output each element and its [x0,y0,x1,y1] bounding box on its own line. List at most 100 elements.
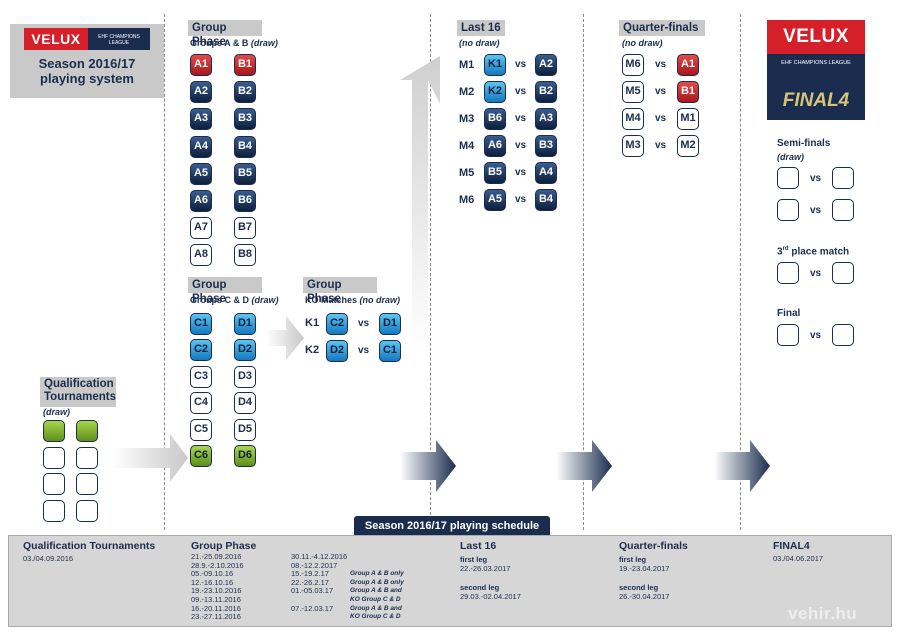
ko-note: (no draw) [359,295,401,305]
sched-last16-leg1-label: first leg [460,555,488,564]
team-box: A1 [190,54,212,76]
separator [164,14,165,530]
match-label: K1 [305,317,320,329]
qualification-title-line2: Tournaments [44,391,116,403]
third-place-rest: place match [788,246,850,258]
season-title: Season 2016/17 playing system [10,56,164,86]
group-cd-sub: Groups C & D [190,295,250,305]
qualification-title: Qualification Tournaments [40,377,116,407]
team-box: B5 [484,162,506,184]
team-box: C1 [379,340,401,362]
match-label: K2 [305,344,320,356]
schedule-date: KO Group C & D [350,596,401,603]
sched-final4-title: FINAL4 [773,540,810,552]
team-box [777,167,799,189]
third-place-title: 3rd place match [777,246,849,257]
schedule-date: 05.-09.10.16 [191,569,234,579]
team-box: A7 [190,217,212,240]
team-box: A2 [535,54,557,76]
sched-qual-dates: 03./04.09.2016 [23,554,74,563]
team-box: B3 [535,135,557,157]
schedule-date: Group A & B only [350,570,404,578]
team-box: M4 [622,108,644,130]
team-box: A5 [484,189,506,211]
team-box: A3 [190,108,212,131]
vs-label: vs [655,113,667,124]
group-cd-note: (draw) [251,295,279,305]
vs-label: vs [515,59,527,70]
schedule-date: Group A & B only [350,578,404,586]
sched-quarter-leg2-label: second leg [619,583,659,592]
schedule-date: 08.-12.2.2017 [291,560,338,570]
team-box: B5 [234,162,256,185]
quarter-title: Quarter-finals [619,20,705,36]
schedule-date: 28.9.-2.10.2016 [191,560,244,570]
arrow-schedule-2 [556,440,612,492]
match-label: M2 [459,86,475,98]
vs-label: vs [358,345,370,356]
team-box: B3 [234,108,256,131]
velux-cl-logo: VELUX EHF CHAMPIONS LEAGUE [24,28,150,50]
team-box [43,420,65,442]
team-box: K2 [484,81,506,103]
team-box [76,473,98,495]
match-label: M1 [459,59,475,71]
team-box: C2 [190,339,212,362]
group-cd-subtitle: Groups C & D (draw) [190,295,279,305]
final4-velux-brand: VELUX [767,20,865,54]
sched-quarter-leg1: 19.-23.04.2017 [619,564,670,573]
sched-group-title: Group Phase [191,540,257,552]
match-label: M6 [459,194,475,206]
sched-last16-leg2: 29.03.-02.04.2017 [460,592,521,601]
schedule-date: 16.-20.11.2016 [191,603,241,613]
schedule-date: 21.-25.09.2016 [191,552,242,561]
match-label: M3 [459,113,475,125]
team-box [777,199,799,221]
team-box: A6 [190,190,212,212]
arrow-groups-to-ko [266,316,304,360]
ko-sub: KO Matches [305,295,358,305]
team-box: D5 [234,418,256,441]
team-box: B6 [234,190,256,212]
schedule-date: 19.-23.10.2016 [191,586,242,596]
team-box: D3 [234,365,256,388]
schedule-date: 07.-12.03.17 [291,603,334,613]
team-box: D6 [234,445,256,467]
sched-last16-title: Last 16 [460,540,497,552]
team-box [832,199,854,221]
team-box [832,167,854,189]
schedule-date: 09.-13.11.2016 [191,595,241,604]
sched-quarter-leg2: 26.-30.04.2017 [619,592,670,601]
final-title: Final [777,308,801,319]
team-box: A4 [535,162,557,184]
schedule-date: KO Group C & D [350,613,401,621]
team-box: M3 [622,135,644,157]
team-box: C3 [190,365,212,388]
arrow-schedule-1 [400,440,456,492]
team-box [832,324,854,346]
sched-quarter-title: Quarter-finals [619,540,688,552]
team-box [76,499,98,522]
team-box: B1 [234,54,256,76]
vs-label: vs [515,86,527,97]
team-box [76,420,98,442]
schedule-tab: Season 2016/17 playing schedule [354,516,550,536]
separator [430,14,431,530]
semi-finals-title: Semi-finals [777,138,831,149]
arrow-schedule-3 [714,440,770,492]
team-box: M1 [677,108,699,130]
team-box: B4 [234,135,256,158]
third-place-num: 3 [777,246,783,258]
team-box: D1 [379,313,401,335]
qualification-title-line1: Qualification [44,378,114,390]
team-box: A2 [190,81,212,104]
last16-title: Last 16 [457,20,505,36]
team-box: A1 [677,54,699,76]
quarter-note: (no draw) [622,38,663,48]
team-box: D2 [326,340,348,362]
team-box: M6 [622,54,644,76]
separator [740,14,741,530]
schedule-date: 22.-26.2.17 [291,577,329,587]
sched-last16-leg1: 22.-26.03.2017 [460,564,511,573]
